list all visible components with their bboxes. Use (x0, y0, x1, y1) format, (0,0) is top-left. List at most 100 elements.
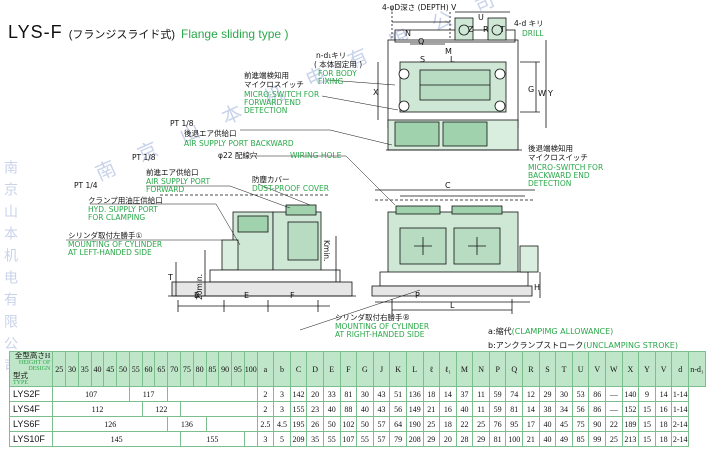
row-dim-cell: 34 (555, 401, 573, 417)
row-dim-cell: 3 (273, 401, 291, 417)
label-drill-en: DRILL (522, 29, 544, 38)
title-model: LYS-F (8, 22, 63, 42)
svg-text:T: T (167, 273, 173, 282)
dim-col-10: ℓ (422, 351, 441, 387)
row-h1-long: 136 (167, 416, 207, 432)
row-dim-cell: 50 (322, 416, 341, 432)
label-right-jp: シリンダ取付右勝手® (335, 313, 410, 322)
type-head-jp: 型式 (13, 371, 28, 380)
row-dim-cell: 16 (439, 401, 457, 417)
row-dim-cell: 99 (588, 431, 607, 447)
label-fix-en2: FIXING (318, 77, 344, 86)
label-hyd-en1: HYD. SUPPLY PORT (88, 205, 158, 214)
row-dim-cell: 155 (289, 401, 308, 417)
label-bwd-sw-en1: MICRO-SWITCH FOR (528, 163, 604, 172)
dim-col-23: Y (638, 351, 656, 387)
row-dim-cell: 142 (289, 386, 308, 402)
row-dim-cell: 21 (422, 401, 441, 417)
svg-text:W: W (538, 89, 546, 98)
row-dim-cell: 23 (306, 401, 324, 417)
dim-col-22: X (621, 351, 640, 387)
row-dim-cell: 55 (322, 431, 341, 447)
row-dim-cell: 2 (256, 386, 275, 402)
row-dim-cell: 59 (488, 386, 507, 402)
unclamp-en: (UNCLAMPING STROKE) (583, 341, 678, 350)
height-col-75: 75 (179, 351, 194, 387)
svg-text:S: S (420, 55, 425, 64)
row-dim-cell: 40 (538, 431, 557, 447)
row-dim-cell: 43 (372, 401, 391, 417)
svg-text:Z: Z (468, 25, 474, 34)
row-dim-cell: 102 (339, 416, 358, 432)
row-dim-cell: 25 (605, 431, 623, 447)
pt-c-text: PT (74, 181, 84, 190)
height-col-80: 80 (192, 351, 207, 387)
row-dim-cell: 51 (389, 386, 407, 402)
row-dim-cell: 14 (439, 386, 457, 402)
label-air-bwd-en: AIR SUPPLY PORT BACKWARD (184, 139, 294, 148)
row-dim-cell: 40 (322, 401, 341, 417)
row-dim-cell: 76 (488, 416, 507, 432)
row-dim-cell: 2-14 (671, 416, 689, 432)
row-dim-cell: 28 (455, 431, 474, 447)
row-dim-cell: 30 (356, 386, 374, 402)
top-view (377, 11, 547, 151)
row-dim-cell: 140 (621, 386, 640, 402)
pt-a-text: PT (170, 119, 180, 128)
dim-col-13: N (472, 351, 490, 387)
label-bwd-sw-jp1: 後退端検知用 (528, 144, 573, 153)
row-dim-cell: 29 (538, 386, 557, 402)
row-dim-cell: 17 (522, 416, 540, 432)
svg-text:T: T (499, 25, 505, 34)
label-hyd-en2: FOR CLAMPING (88, 213, 146, 222)
row-dim-cell: 53 (571, 386, 590, 402)
label-pt-c: PT 1/4 (74, 181, 98, 191)
svg-text:N: N (405, 29, 411, 38)
label-right-en2: AT RIGHT-HANDED SIDE (335, 330, 425, 339)
height-col-45: 45 (103, 351, 118, 387)
row-dim-cell: 57 (372, 416, 391, 432)
dim-col-9: L (405, 351, 424, 387)
svg-text:Q: Q (418, 37, 424, 46)
row-dim-cell: 29 (472, 431, 490, 447)
row-dim-cell: — (605, 401, 623, 417)
dim-col-19: U (571, 351, 590, 387)
height-col-55: 55 (128, 351, 143, 387)
dim-col-11: ℓ₁ (439, 351, 457, 387)
row-dim-cell: 55 (356, 431, 374, 447)
row-dim-cell: 195 (289, 416, 308, 432)
row-dim-cell: 1-14 (671, 386, 689, 402)
row-dim-cell: 79 (389, 431, 407, 447)
row-h1-short: 145 (52, 431, 181, 447)
dim-col-24: V (654, 351, 673, 387)
label-pt-b: PT 1/8 (132, 153, 156, 163)
row-dim-cell: 11 (472, 401, 490, 417)
row-h1-blank (167, 386, 258, 402)
height-col-85: 85 (205, 351, 220, 387)
row-dim-cell: 14 (654, 386, 673, 402)
dim-col-14: P (488, 351, 507, 387)
row-type: LYS4F (8, 401, 54, 417)
side-view-right (371, 189, 541, 314)
dim-col-0: a (256, 351, 275, 387)
row-h1-short: 126 (52, 416, 169, 432)
row-dim-cell: 149 (405, 401, 424, 417)
pt-b-text: PT (132, 153, 142, 162)
row-dim-cell: 40 (356, 401, 374, 417)
label-fwd-sw-jp2: マイクロスイッチ (244, 80, 304, 89)
row-dim-cell: 107 (339, 431, 358, 447)
row-dim-cell: 81 (488, 431, 507, 447)
row-h1-long: 122 (141, 401, 181, 417)
row-dim-cell: 26 (306, 416, 324, 432)
row-dim-cell: 86 (588, 401, 607, 417)
height-head-en: HEIGHT OF DESIGN (18, 360, 51, 372)
leader-lines (66, 79, 421, 331)
label-fix-jp2: ( 本体固定用 ) (314, 60, 363, 69)
row-dim-cell: 49 (555, 431, 573, 447)
row-dim-cell: 86 (588, 386, 607, 402)
row-dim-cell: 95 (505, 416, 524, 432)
svg-text:C: C (445, 181, 451, 190)
row-dim-cell: 189 (621, 416, 640, 432)
svg-text:U: U (478, 13, 484, 22)
label-bwd-sw-en3: DETECTION (528, 179, 572, 188)
